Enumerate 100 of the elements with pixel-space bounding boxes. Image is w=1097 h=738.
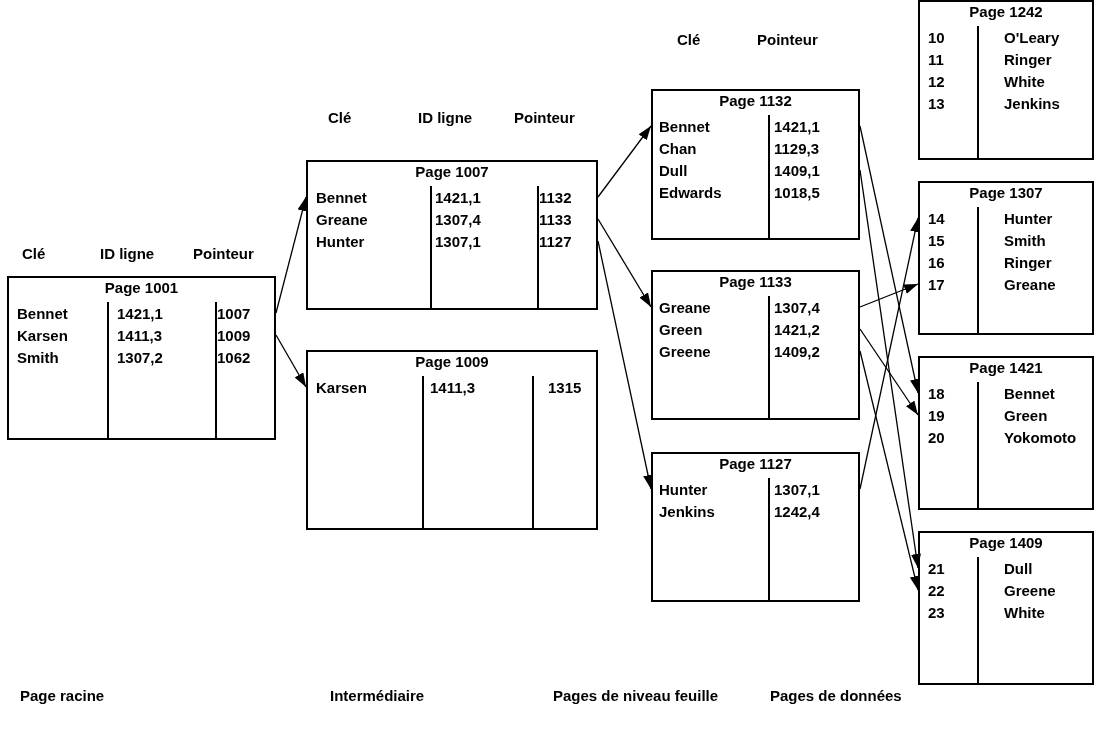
arrow: [275, 196, 308, 314]
page-title: Page 1307: [969, 183, 1043, 203]
entry-text: 1421,2: [774, 320, 820, 340]
entry-text: 1132: [539, 188, 572, 208]
level-label: Page racine: [20, 686, 105, 706]
column-header: Clé: [677, 30, 701, 50]
page-title: Page 1421: [969, 358, 1043, 378]
page-box: [918, 181, 1094, 335]
page-title: Page 1133: [719, 272, 792, 292]
column-header: Pointeur: [514, 108, 575, 128]
arrow: [859, 125, 920, 394]
entry-text: 1129,3: [774, 139, 820, 159]
entry-text: 1133: [539, 210, 572, 230]
arrow: [859, 217, 920, 490]
arrow: [859, 328, 919, 416]
entry-text: 1421,1: [774, 117, 820, 137]
page-title: Page 1242: [969, 2, 1043, 22]
entry-text: Chan: [659, 139, 697, 159]
entry-text: 1018,5: [774, 183, 820, 203]
entry-text: 22: [928, 581, 945, 601]
entry-text: Karsen: [17, 326, 68, 346]
entry-text: Yokomoto: [1004, 428, 1077, 448]
entry-text: Edwards: [659, 183, 722, 203]
page-box: [918, 356, 1094, 510]
entry-text: Dull: [1004, 559, 1033, 579]
arrow: [859, 169, 921, 569]
page-box: [651, 89, 860, 240]
arrow: [859, 283, 919, 308]
arrow: [597, 240, 653, 490]
column-header: ID ligne: [418, 108, 473, 128]
entry-text: 14: [928, 209, 945, 229]
entry-text: 1409,2: [774, 342, 820, 362]
entry-text: Hunter: [1004, 209, 1053, 229]
entry-text: Ringer: [1004, 253, 1052, 273]
entry-text: 18: [928, 384, 945, 404]
entry-text: 1421,1: [435, 188, 481, 208]
page-title: Page 1001: [104, 278, 179, 298]
entry-text: Green: [659, 320, 703, 340]
entry-text: Greane: [316, 210, 368, 230]
entry-text: 1307,2: [117, 348, 163, 368]
entry-text: 20: [928, 428, 945, 448]
entry-text: Jenkins: [1004, 94, 1060, 114]
entry-text: 1127: [539, 232, 572, 252]
entry-text: Greane: [1004, 275, 1056, 295]
level-label: Pages de données: [770, 686, 902, 706]
entry-text: 1242,4: [774, 502, 820, 522]
entry-text: Bennet: [659, 117, 710, 137]
entry-text: 1411,3: [430, 378, 476, 398]
entry-text: O'Leary: [1004, 28, 1060, 48]
entry-text: Bennet: [1004, 384, 1055, 404]
page-box: [7, 276, 276, 440]
arrow: [597, 218, 652, 308]
entry-text: White: [1004, 72, 1045, 92]
entry-text: 1315: [548, 378, 582, 398]
column-header: Clé: [22, 244, 46, 264]
entry-text: White: [1004, 603, 1045, 623]
entry-text: Bennet: [316, 188, 367, 208]
entry-text: 1307,4: [774, 298, 820, 318]
column-header: Pointeur: [193, 244, 254, 264]
arrow: [275, 334, 307, 388]
entry-text: Greane: [659, 298, 711, 318]
column-header: Pointeur: [757, 30, 818, 50]
page-title: Page 1132: [719, 91, 792, 111]
entry-text: Smith: [1004, 231, 1046, 251]
page-title: Page 1007: [415, 162, 489, 182]
entry-text: Hunter: [659, 480, 708, 500]
arrow: [597, 125, 652, 198]
entry-text: 19: [928, 406, 945, 426]
entry-text: Hunter: [316, 232, 365, 252]
entry-text: 1409,1: [774, 161, 820, 181]
entry-text: Karsen: [316, 378, 367, 398]
entry-text: 21: [928, 559, 945, 579]
entry-text: 17: [928, 275, 945, 295]
entry-text: 13: [928, 94, 945, 114]
column-header: Clé: [328, 108, 352, 128]
entry-text: Bennet: [17, 304, 68, 324]
column-header: ID ligne: [100, 244, 155, 264]
page-title: Page 1009: [415, 352, 489, 372]
entry-text: 10: [928, 28, 945, 48]
entry-text: 11: [928, 50, 944, 70]
entry-text: 1307,1: [435, 232, 481, 252]
entry-text: 1307,1: [774, 480, 820, 500]
entry-text: Dull: [659, 161, 688, 181]
entry-text: 1009: [217, 326, 251, 346]
entry-text: Greene: [1004, 581, 1056, 601]
entry-text: Greene: [659, 342, 711, 362]
entry-text: 1411,3: [117, 326, 163, 346]
page-box: [306, 160, 598, 310]
page-title: Page 1127: [719, 454, 792, 474]
entry-text: Smith: [17, 348, 59, 368]
level-label: Intermédiaire: [330, 686, 425, 706]
entry-text: 1062: [217, 348, 251, 368]
entry-text: Jenkins: [659, 502, 715, 522]
entry-text: 16: [928, 253, 945, 273]
entry-text: 1007: [217, 304, 251, 324]
entry-text: 23: [928, 603, 945, 623]
arrow: [859, 350, 920, 591]
page-title: Page 1409: [969, 533, 1043, 553]
page-box: [651, 270, 860, 420]
page-box: [918, 0, 1094, 160]
